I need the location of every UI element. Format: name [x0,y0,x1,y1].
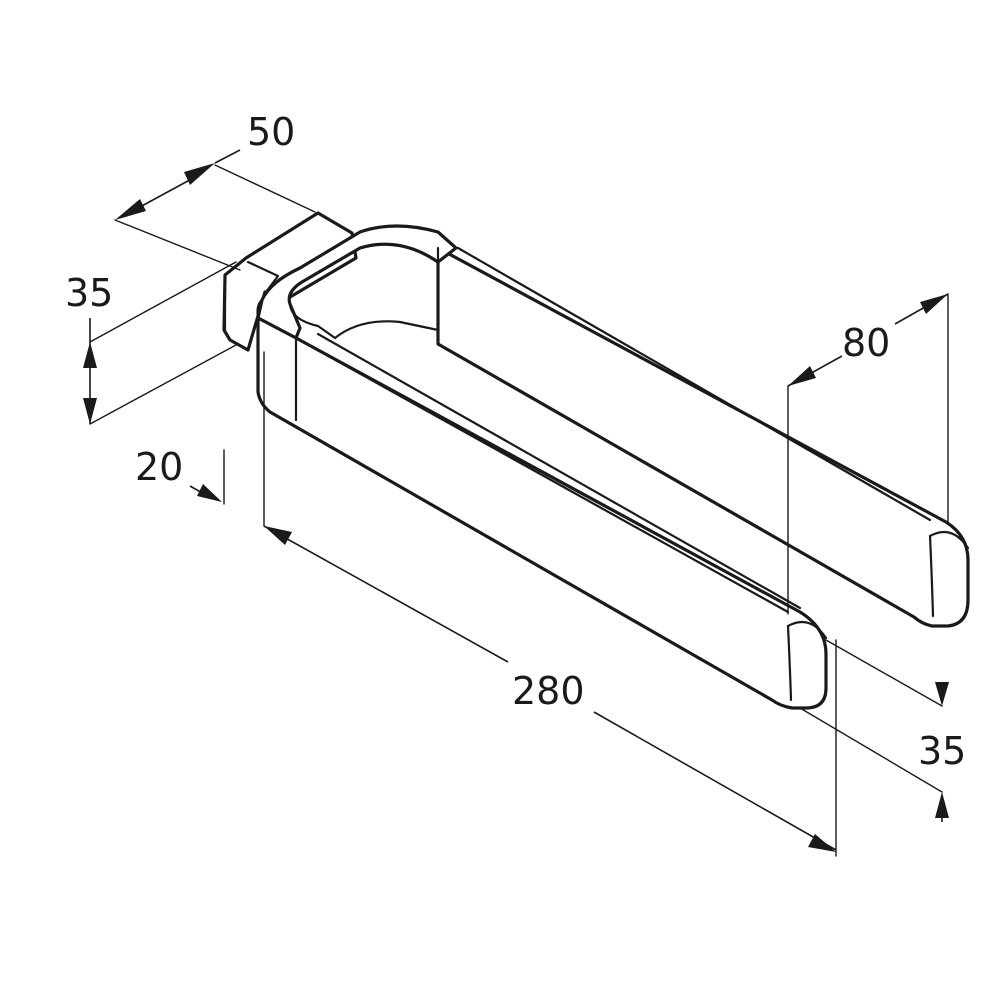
dimension-back-width: 50 [114,110,316,271]
towel-rail-body [222,211,970,710]
front-arm-front-corner [256,298,264,320]
dimension-label-arm-spacing: 80 [842,321,890,365]
rear-arm [436,246,970,628]
front-arm-top-edge [294,336,790,614]
dimension-line [139,175,198,208]
dimension-line [214,149,241,164]
arrowhead [808,834,836,852]
front-arm [256,316,828,710]
rear-arm-top-edge [456,246,932,522]
u-bridge-inner [288,303,440,340]
dimension-mount-height: 35 [65,261,237,425]
dimension-label-mount-height: 35 [65,271,113,315]
dimension-length: 280 [263,351,837,857]
rear-arm-end-face [928,534,935,618]
dimension-line [263,525,509,663]
dimension-arm-height: 35 [799,639,966,822]
dimension-label-mount-depth: 20 [135,445,183,489]
dimension-mount-depth: 20 [135,445,225,505]
dimension-label-arm-height: 35 [918,729,966,773]
arrowhead [184,163,215,185]
arrowhead [935,792,949,818]
dimension-arm-spacing: 80 [787,293,949,615]
front-arm-end-face [786,624,793,702]
extension-line [114,219,241,271]
arrowhead [115,199,146,220]
arrowhead [83,398,97,424]
front-arm-end-cap [786,620,828,640]
extension-line [825,639,943,707]
arrowhead [935,682,949,706]
arrowhead [920,294,948,314]
arrowhead [264,526,292,545]
arrowhead [788,366,816,386]
dimension-label-back-width: 50 [247,110,295,154]
extension-line [214,164,316,213]
dimension-label-length: 280 [512,669,585,713]
arrowhead [197,484,222,502]
extension-line [799,707,943,793]
front-arm-top-edge-inner [316,332,802,610]
dimension-line [593,711,837,851]
arrowhead [83,342,97,368]
rear-arm-end-cap [928,530,970,550]
extension-line [89,344,237,425]
extension-line [89,261,237,343]
